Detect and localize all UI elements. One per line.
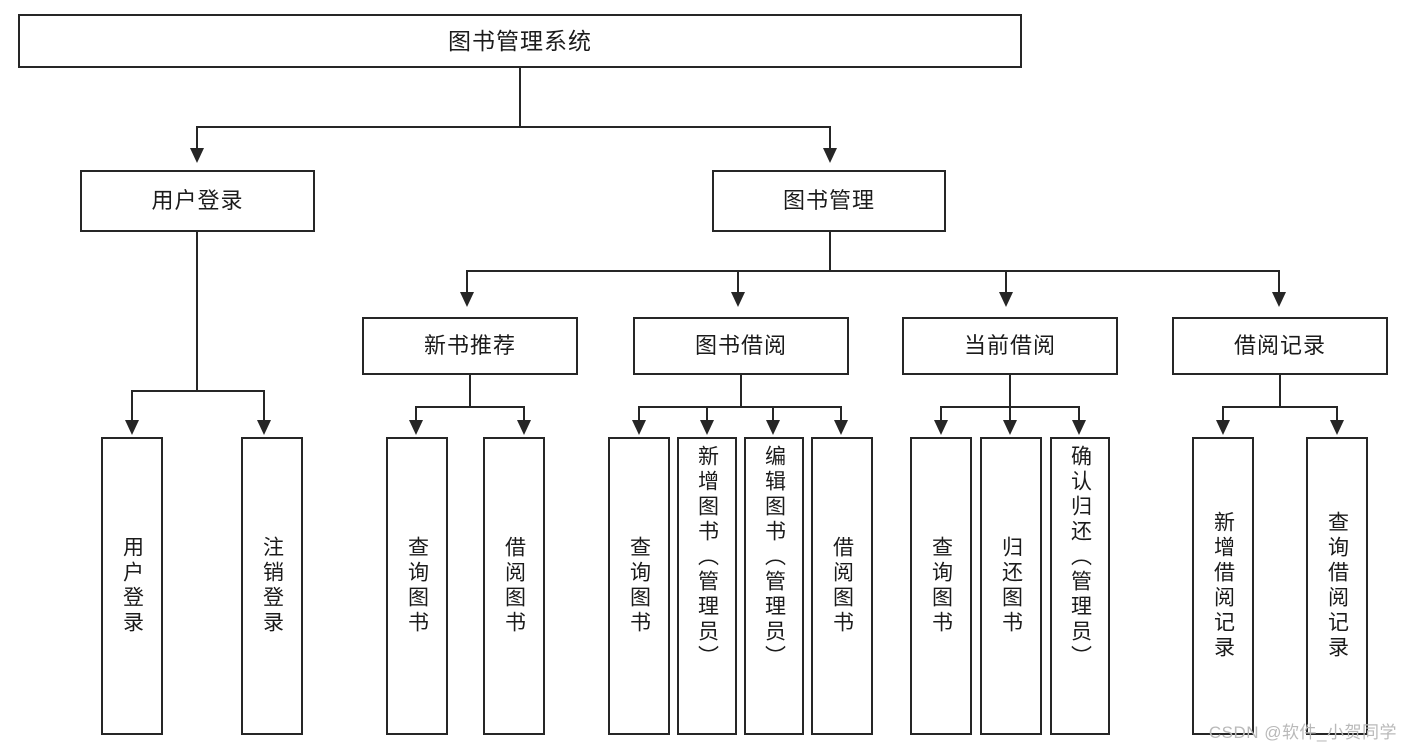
connector-current-borrow-stem: [1009, 375, 1011, 407]
node-root-system[interactable]: 图书管理系统: [18, 14, 1022, 68]
node-label: 新书推荐: [423, 333, 516, 359]
connector-to-new-book: [466, 270, 468, 294]
leaf-borrow-record-add[interactable]: 新增借阅记录: [1192, 437, 1254, 735]
node-book-borrow[interactable]: 图书借阅: [633, 317, 849, 375]
connector-to-book-manage: [829, 126, 831, 148]
connector-to-user-login: [196, 126, 198, 148]
arrowhead-to-book-borrow: [731, 292, 745, 307]
leaf-current-borrow-query[interactable]: 查询图书: [910, 437, 972, 735]
leaf-user-login-login[interactable]: 用户登录: [101, 437, 163, 735]
leaf-book-borrow-query[interactable]: 查询图书: [608, 437, 670, 735]
arrowhead-to-user-login: [190, 148, 204, 163]
connector-new-book-child-1: [415, 406, 417, 424]
arrowhead-user-login-child-2: [257, 420, 271, 435]
node-label: 图书管理: [782, 188, 875, 214]
connector-user-login-bus: [131, 390, 265, 392]
arrowhead-new-book-child-2: [517, 420, 531, 435]
connector-book-manage-stem: [829, 232, 831, 271]
connector-to-current-borrow: [1005, 270, 1007, 294]
leaf-borrow-record-query[interactable]: 查询借阅记录: [1306, 437, 1368, 735]
connector-current-borrow-child-3: [1078, 406, 1080, 424]
leaf-book-borrow-edit[interactable]: 编辑图书（管理员）: [744, 437, 804, 735]
arrowhead-book-borrow-child-2: [700, 420, 714, 435]
node-label: 查询借阅记录: [1325, 511, 1349, 661]
node-label: 借阅图书: [502, 536, 526, 636]
leaf-current-borrow-confirm[interactable]: 确认归还（管理员）: [1050, 437, 1110, 735]
node-book-management[interactable]: 图书管理: [712, 170, 946, 232]
node-label: 确认归还（管理员）: [1068, 445, 1092, 670]
connector-current-borrow-child-2: [1009, 406, 1011, 424]
node-label: 图书管理系统: [448, 27, 592, 54]
leaf-book-borrow-borrow[interactable]: 借阅图书: [811, 437, 873, 735]
connector-to-book-borrow: [737, 270, 739, 294]
arrowhead-to-new-book: [460, 292, 474, 307]
connector-root-stem: [519, 68, 521, 126]
arrowhead-current-borrow-child-3: [1072, 420, 1086, 435]
leaf-book-borrow-add[interactable]: 新增图书（管理员）: [677, 437, 737, 735]
connector-borrow-record-child-2: [1336, 406, 1338, 424]
node-label: 用户登录: [151, 188, 244, 214]
arrowhead-current-borrow-child-2: [1003, 420, 1017, 435]
connector-user-login-child-2: [263, 390, 265, 422]
arrowhead-borrow-record-child-2: [1330, 420, 1344, 435]
node-label: 借阅图书: [830, 536, 854, 636]
node-user-login[interactable]: 用户登录: [80, 170, 315, 232]
node-label: 借阅记录: [1233, 333, 1326, 359]
leaf-new-book-query[interactable]: 查询图书: [386, 437, 448, 735]
arrowhead-borrow-record-child-1: [1216, 420, 1230, 435]
connector-borrow-record-child-1: [1222, 406, 1224, 424]
node-label: 图书借阅: [694, 333, 787, 359]
arrowhead-current-borrow-child-1: [934, 420, 948, 435]
arrowhead-to-borrow-record: [1272, 292, 1286, 307]
arrowhead-book-borrow-child-3: [766, 420, 780, 435]
node-label: 查询图书: [627, 536, 651, 636]
connector-user-login-child-1: [131, 390, 133, 422]
watermark-text: CSDN @软件_小贺同学: [1208, 723, 1397, 742]
leaf-new-book-borrow[interactable]: 借阅图书: [483, 437, 545, 735]
node-label: 当前借阅: [963, 333, 1056, 359]
connector-current-borrow-child-1: [940, 406, 942, 424]
connector-level2-bus: [196, 126, 831, 128]
node-label: 用户登录: [120, 536, 144, 636]
connector-book-borrow-child-3: [772, 406, 774, 424]
arrowhead-book-borrow-child-1: [632, 420, 646, 435]
node-label: 归还图书: [999, 536, 1023, 636]
connector-to-borrow-record: [1278, 270, 1280, 294]
arrowhead-book-borrow-child-4: [834, 420, 848, 435]
arrowhead-to-current-borrow: [999, 292, 1013, 307]
connector-borrow-record-bus: [1222, 406, 1338, 408]
connector-book-borrow-bus: [638, 406, 842, 408]
node-new-book-recommend[interactable]: 新书推荐: [362, 317, 578, 375]
connector-book-borrow-stem: [740, 375, 742, 407]
connector-book-borrow-child-1: [638, 406, 640, 424]
node-current-borrow[interactable]: 当前借阅: [902, 317, 1118, 375]
connector-book-borrow-child-4: [840, 406, 842, 424]
leaf-current-borrow-return[interactable]: 归还图书: [980, 437, 1042, 735]
connector-level3-bus: [466, 270, 1280, 272]
node-borrow-record[interactable]: 借阅记录: [1172, 317, 1388, 375]
connector-borrow-record-stem: [1279, 375, 1281, 407]
connector-user-login-stem: [196, 232, 198, 392]
node-label: 新增图书（管理员）: [695, 445, 719, 670]
leaf-user-login-logout[interactable]: 注销登录: [241, 437, 303, 735]
node-label: 查询图书: [405, 536, 429, 636]
node-label: 查询图书: [929, 536, 953, 636]
node-label: 新增借阅记录: [1211, 511, 1235, 661]
connector-new-book-child-2: [523, 406, 525, 424]
node-label: 编辑图书（管理员）: [762, 445, 786, 670]
connector-book-borrow-child-2: [706, 406, 708, 424]
arrowhead-to-book-manage: [823, 148, 837, 163]
connector-new-book-stem: [469, 375, 471, 407]
arrowhead-user-login-child-1: [125, 420, 139, 435]
node-label: 注销登录: [260, 536, 284, 636]
connector-new-book-bus: [415, 406, 525, 408]
arrowhead-new-book-child-1: [409, 420, 423, 435]
